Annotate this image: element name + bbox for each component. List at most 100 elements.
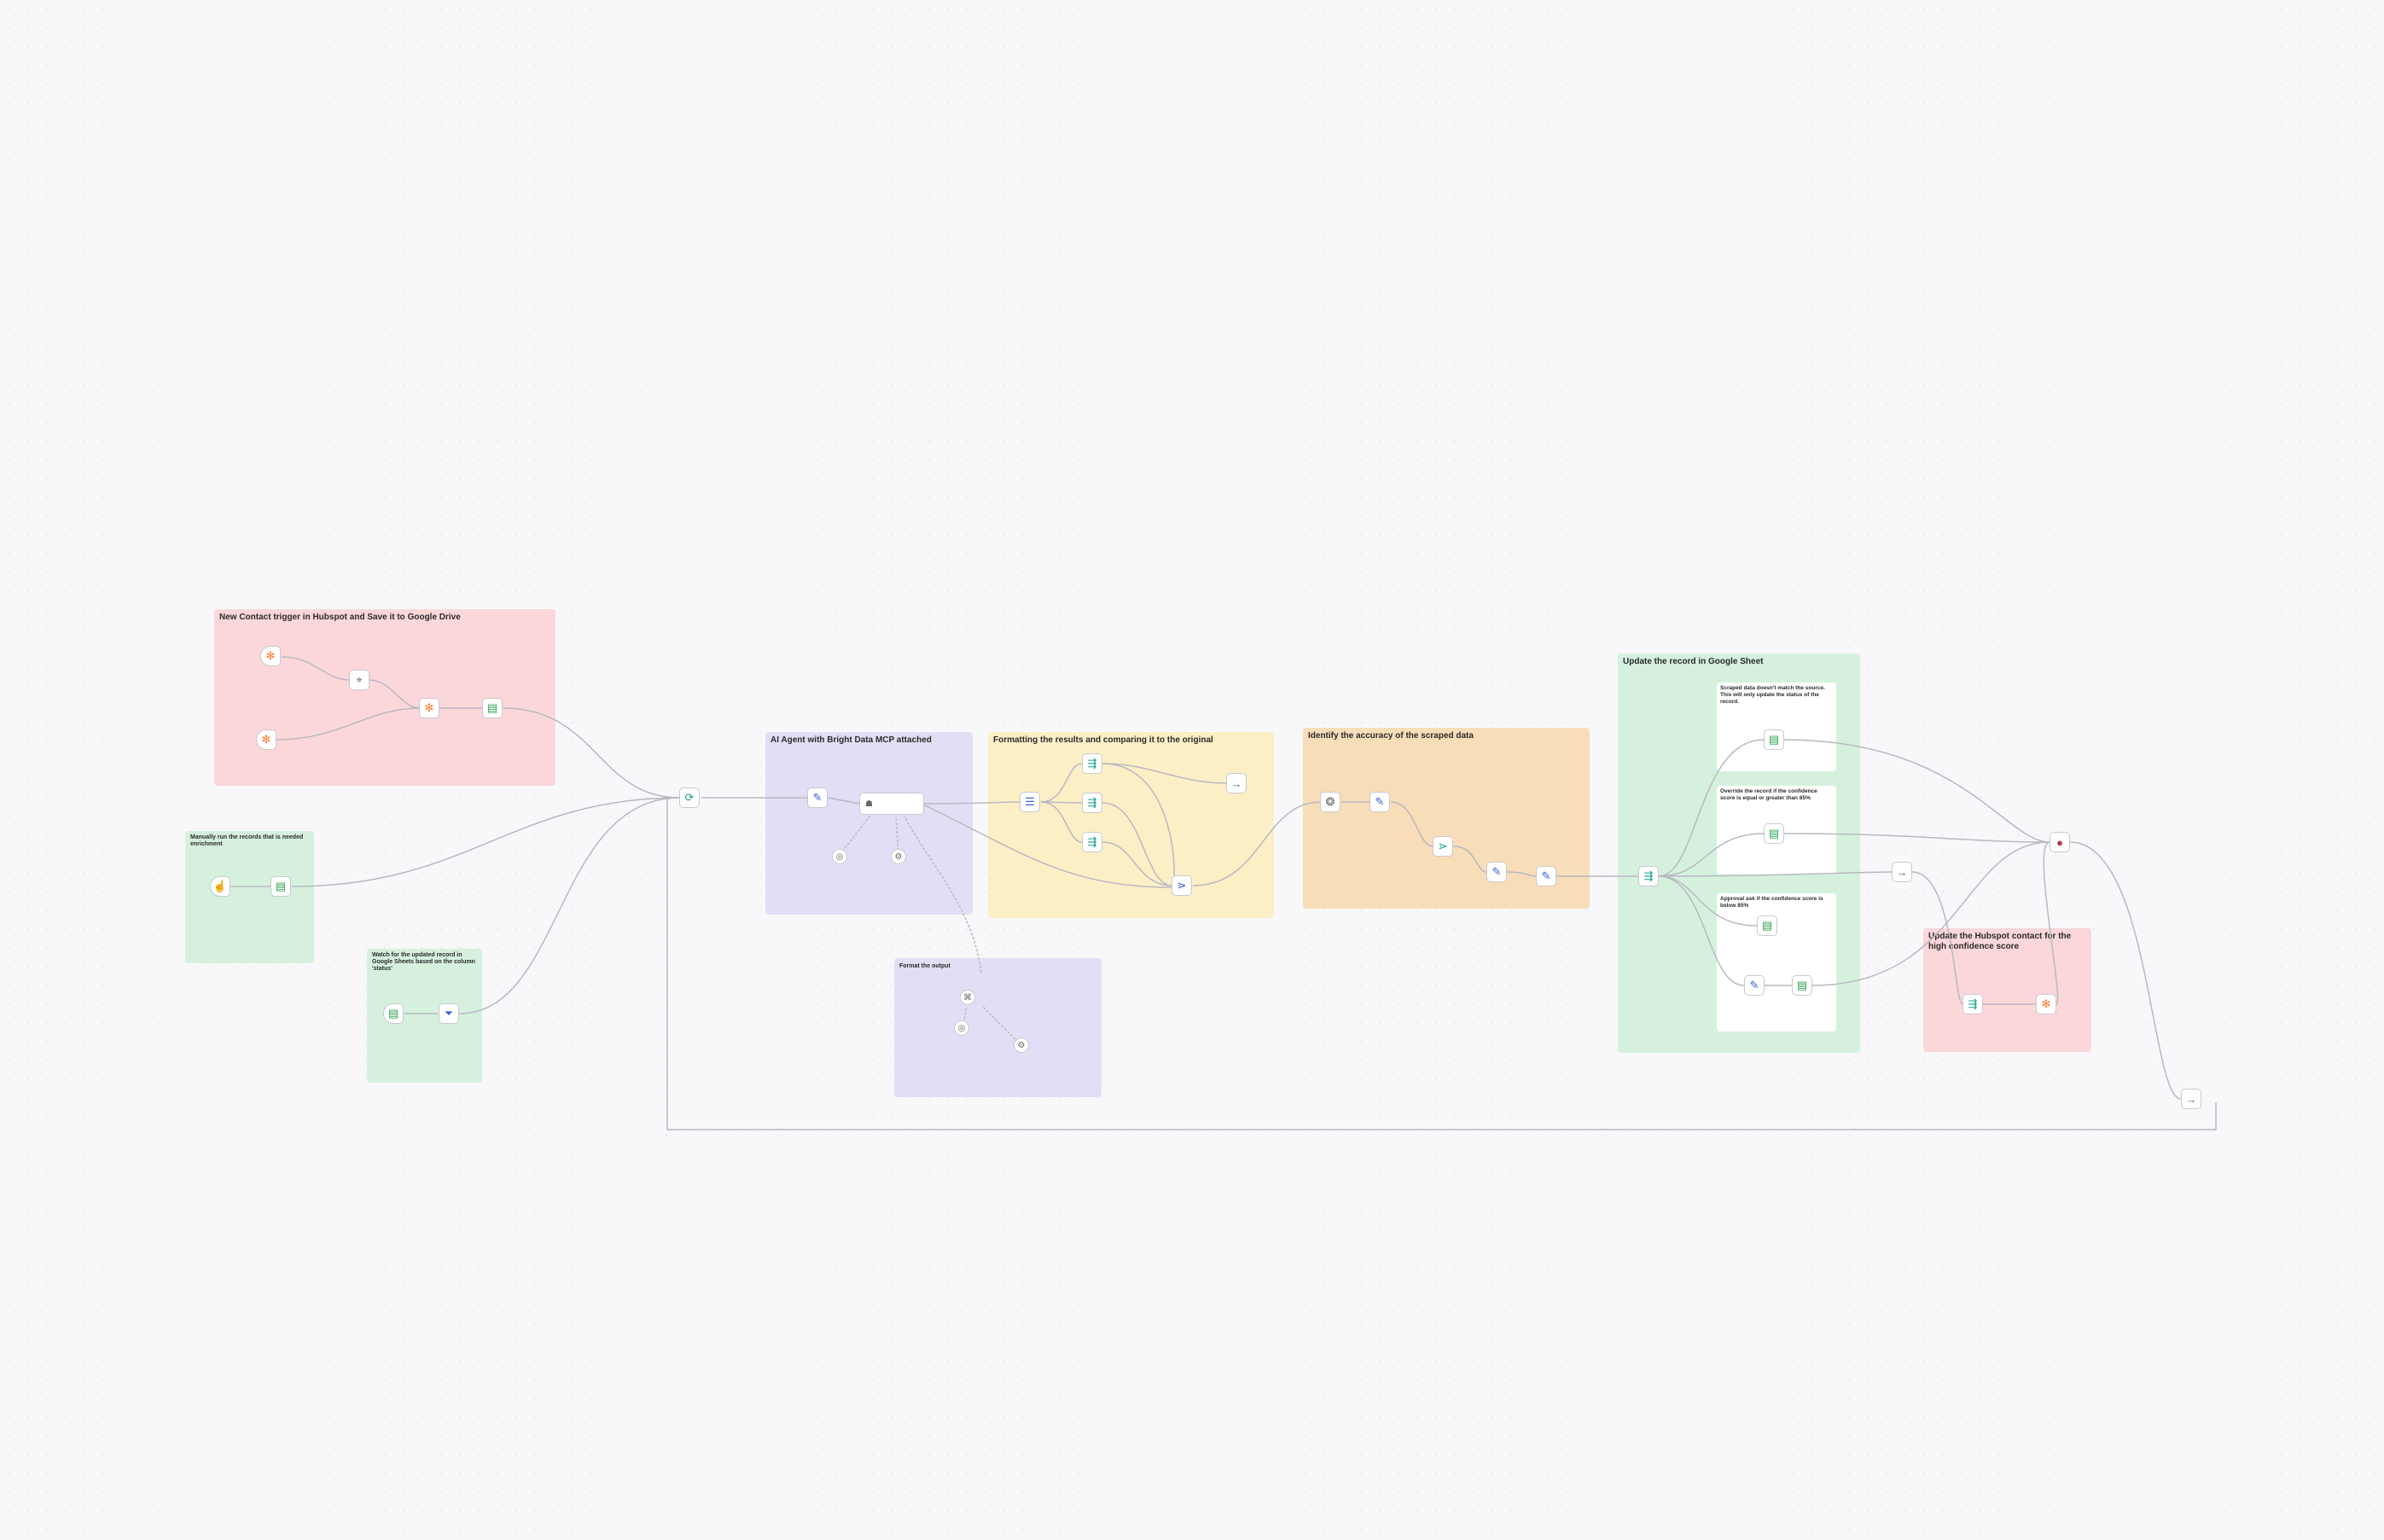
loop-over-items-node[interactable]: ⟳	[679, 787, 700, 808]
n8n-node[interactable]: ⌖	[349, 670, 369, 690]
sticky-hubspot-trigger[interactable]: New Contact trigger in Hubspot and Save …	[214, 609, 555, 786]
google-sheets-mismatch-node[interactable]: ▤	[1764, 729, 1784, 750]
hubspot-update-node[interactable]: ✻	[2036, 994, 2056, 1014]
ai-agent-node[interactable]: ☗	[859, 793, 924, 815]
hubspot-icon: ✻	[265, 649, 276, 662]
connection	[1811, 841, 2050, 986]
chat-model-node[interactable]: ◎	[832, 849, 847, 864]
google-sheets-override-node[interactable]: ▤	[1764, 823, 1784, 844]
sticky-title: Watch for the updated record in Google S…	[372, 952, 475, 972]
switch-node[interactable]: ⇶	[1638, 866, 1659, 886]
split-icon: ⇶	[1087, 796, 1097, 809]
split-icon: ⇶	[1087, 757, 1097, 770]
hubspot-icon: ✻	[261, 733, 271, 746]
connection	[1453, 846, 1487, 873]
sticky-formatting[interactable]: Formatting the results and comparing it …	[988, 732, 1274, 918]
sheets-icon: ▤	[387, 1007, 399, 1020]
connection	[1658, 875, 1758, 927]
connection	[1658, 871, 1893, 877]
sticky-manual-run[interactable]: Manually run the records that is needed …	[185, 831, 314, 963]
pencil-icon: ✎	[1749, 979, 1759, 991]
pencil-icon: ✎	[1491, 865, 1502, 878]
sheets-icon: ▤	[1768, 827, 1780, 840]
sticky-scraped-mismatch[interactable]: Scraped data doesn't match the source. T…	[1717, 683, 1836, 771]
hubspot-trigger-node[interactable]: ✻	[260, 646, 281, 666]
connection	[2043, 841, 2059, 1005]
merge-node[interactable]: ⋗	[1172, 875, 1192, 896]
code-node[interactable]: ☰	[1020, 792, 1040, 812]
hubspot-icon: ✻	[424, 701, 434, 714]
hubspot-get-node[interactable]: ✻	[419, 698, 439, 718]
edit-fields-c-node[interactable]: ✎	[1536, 866, 1556, 886]
connection	[1911, 871, 1963, 1005]
openai-node[interactable]: ❂	[1320, 792, 1340, 812]
robot-icon: ☗	[865, 799, 873, 809]
connection	[1040, 801, 1083, 843]
connection	[1040, 763, 1083, 803]
sticky-title: Scraped data doesn't match the source. T…	[1720, 685, 1825, 705]
tool-icon: ⚙	[894, 851, 903, 862]
edit-fields-accuracy-node[interactable]: ✎	[1369, 792, 1390, 812]
connection	[827, 797, 861, 805]
sticky-parse-output[interactable]: Format the output	[894, 958, 1102, 1097]
filter-node[interactable]: ⏷	[439, 1003, 459, 1024]
hubspot-switch-node[interactable]: ⇶	[1962, 994, 1983, 1014]
sticky-watch-sheet[interactable]: Watch for the updated record in Google S…	[367, 949, 482, 1083]
google-sheets-trigger-node[interactable]: ▤	[383, 1003, 404, 1024]
connection	[291, 797, 681, 887]
arrow-right-icon: →	[1230, 776, 1242, 790]
merge-icon: ⋗	[1177, 879, 1187, 892]
google-sheets-approval-node[interactable]: ▤	[1757, 915, 1777, 936]
connection	[921, 801, 1020, 805]
connection	[895, 815, 899, 856]
google-sheets-append-node[interactable]: ▤	[482, 698, 503, 718]
edit-fields-approval-node[interactable]: ✎	[1744, 975, 1765, 996]
connection	[458, 797, 681, 1014]
no-operation-node[interactable]: →	[1226, 773, 1247, 793]
switch-icon: ⇶	[1968, 997, 1978, 1010]
parser-tool-node[interactable]: ⚙	[1014, 1037, 1029, 1053]
connection	[1102, 802, 1173, 886]
sticky-title: Override the record if the confidence sc…	[1720, 788, 1817, 801]
sticky-title: Format the output	[899, 963, 951, 969]
connection	[276, 707, 421, 741]
structured-output-parser-node[interactable]: ⌘	[960, 990, 975, 1005]
sticky-title: New Contact trigger in Hubspot and Save …	[219, 613, 461, 622]
no-operation-2-node[interactable]: →	[1892, 862, 1912, 882]
google-sheets-get-node[interactable]: ▤	[270, 876, 291, 897]
sticky-ai-agent[interactable]: AI Agent with Bright Data MCP attached	[765, 732, 973, 915]
sticky-title: Update the record in Google Sheet	[1623, 657, 1764, 666]
model-icon: ◎	[835, 851, 844, 862]
connection	[2069, 841, 2182, 1100]
edit-fields-b-node[interactable]: ✎	[1486, 862, 1507, 882]
connection	[1192, 801, 1322, 886]
connection	[1658, 833, 1765, 877]
connection	[1390, 801, 1434, 847]
connection	[1783, 739, 2050, 843]
sticky-title: Update the Hubspot contact for the high …	[1928, 932, 2072, 951]
sticky-title: Identify the accuracy of the scraped dat…	[1308, 731, 1474, 741]
no-operation-end-node[interactable]: →	[2181, 1089, 2201, 1109]
hubspot-trigger-2-node[interactable]: ✻	[256, 729, 276, 750]
connection	[503, 707, 681, 799]
connection	[962, 1006, 968, 1028]
pencil-icon: ✎	[1541, 869, 1551, 882]
merge-end-node[interactable]: ●	[2050, 832, 2070, 852]
if-node[interactable]: ⋗	[1433, 836, 1453, 857]
sticky-title: Approval ask if the confidence score is …	[1720, 896, 1823, 909]
google-sheets-approval-2-node[interactable]: ▤	[1792, 975, 1812, 996]
manual-trigger-node[interactable]: ☝	[210, 876, 230, 897]
filter-icon: ⏷	[444, 1007, 454, 1020]
list-icon: ☰	[1025, 795, 1035, 808]
connection	[1040, 801, 1083, 804]
split-out-node-2[interactable]: ⇶	[1082, 793, 1102, 813]
sticky-title: AI Agent with Bright Data MCP attached	[770, 735, 932, 745]
split-out-node-3[interactable]: ⇶	[1082, 832, 1102, 852]
parser-model-node[interactable]: ◎	[954, 1020, 969, 1036]
mcp-tool-node[interactable]: ⚙	[891, 849, 906, 864]
split-out-node-1[interactable]: ⇶	[1082, 753, 1102, 774]
connection	[1506, 871, 1537, 877]
edit-fields-node[interactable]: ✎	[807, 787, 828, 808]
sticky-title: Formatting the results and comparing it …	[993, 735, 1213, 745]
connection	[666, 797, 2217, 1130]
